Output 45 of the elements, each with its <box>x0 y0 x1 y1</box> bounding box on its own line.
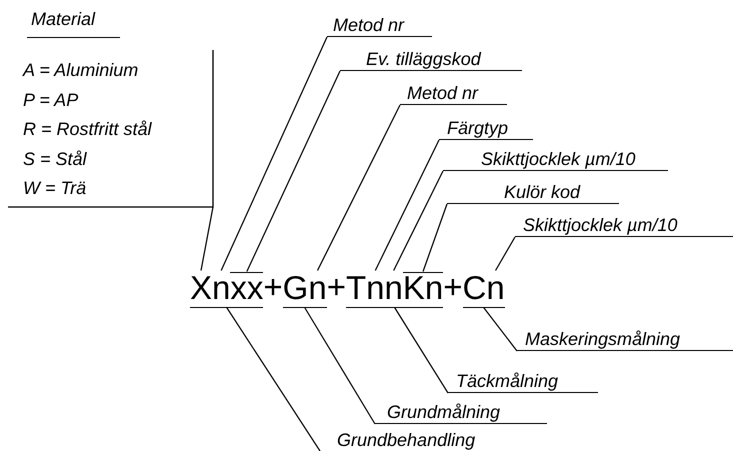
underlined-code-group <box>346 270 444 308</box>
callout-label: Metod nr <box>400 78 507 105</box>
leader-line <box>246 70 341 272</box>
legend-heading: Material <box>27 9 120 38</box>
code-letter: T <box>346 270 366 304</box>
callout-label: Maskeringsmålning <box>517 328 733 351</box>
underlined-code-group <box>190 270 264 308</box>
code-letter: C <box>462 270 486 304</box>
callout-label: Skikttjocklek µm/10 <box>515 212 733 237</box>
overlined-code-letters: xx <box>230 272 264 302</box>
plus-sign: + <box>443 270 463 307</box>
callout-label: Skikttjocklek µm/10 <box>443 145 668 171</box>
code-letter: n <box>212 270 230 304</box>
plus-sign: + <box>263 270 283 307</box>
legend-entry: P = AP <box>23 90 78 110</box>
leader-line <box>393 170 444 271</box>
leader-line <box>422 204 448 272</box>
leader-line <box>483 307 518 352</box>
callout-label: Täckmålning <box>448 366 598 393</box>
leader-line <box>495 236 516 271</box>
leader-line <box>200 206 214 271</box>
leader-line <box>394 307 448 394</box>
legend-entry: S = Stål <box>23 148 87 168</box>
code-letter: n <box>486 270 505 304</box>
leader-line <box>316 104 401 271</box>
leader-line <box>220 36 328 271</box>
code-letter: n <box>366 270 384 304</box>
callout-label: Färgtyp <box>439 113 533 140</box>
legend-entry: W = Trä <box>23 178 86 198</box>
plus-sign: + <box>326 270 346 307</box>
code-letter: n <box>384 270 403 304</box>
leader-line <box>226 307 320 451</box>
callout-label: Ev. tilläggskod <box>340 44 522 71</box>
callout-label: Grundmålning <box>375 398 547 424</box>
legend-entry: R = Rostfritt stål <box>23 119 152 139</box>
callout-label: Kulör kod <box>447 178 619 204</box>
code-letter: n <box>308 270 327 304</box>
callout-label: Metod nr <box>327 8 432 37</box>
leader-line <box>304 307 376 424</box>
legend-entry: A = Aluminium <box>23 60 138 80</box>
leader-line <box>374 140 440 271</box>
callout-label: Grundbehandling <box>320 430 510 451</box>
code-letter: X <box>190 270 212 304</box>
code-letter: G <box>282 270 308 304</box>
overlined-code-letters: Kn <box>402 272 444 302</box>
